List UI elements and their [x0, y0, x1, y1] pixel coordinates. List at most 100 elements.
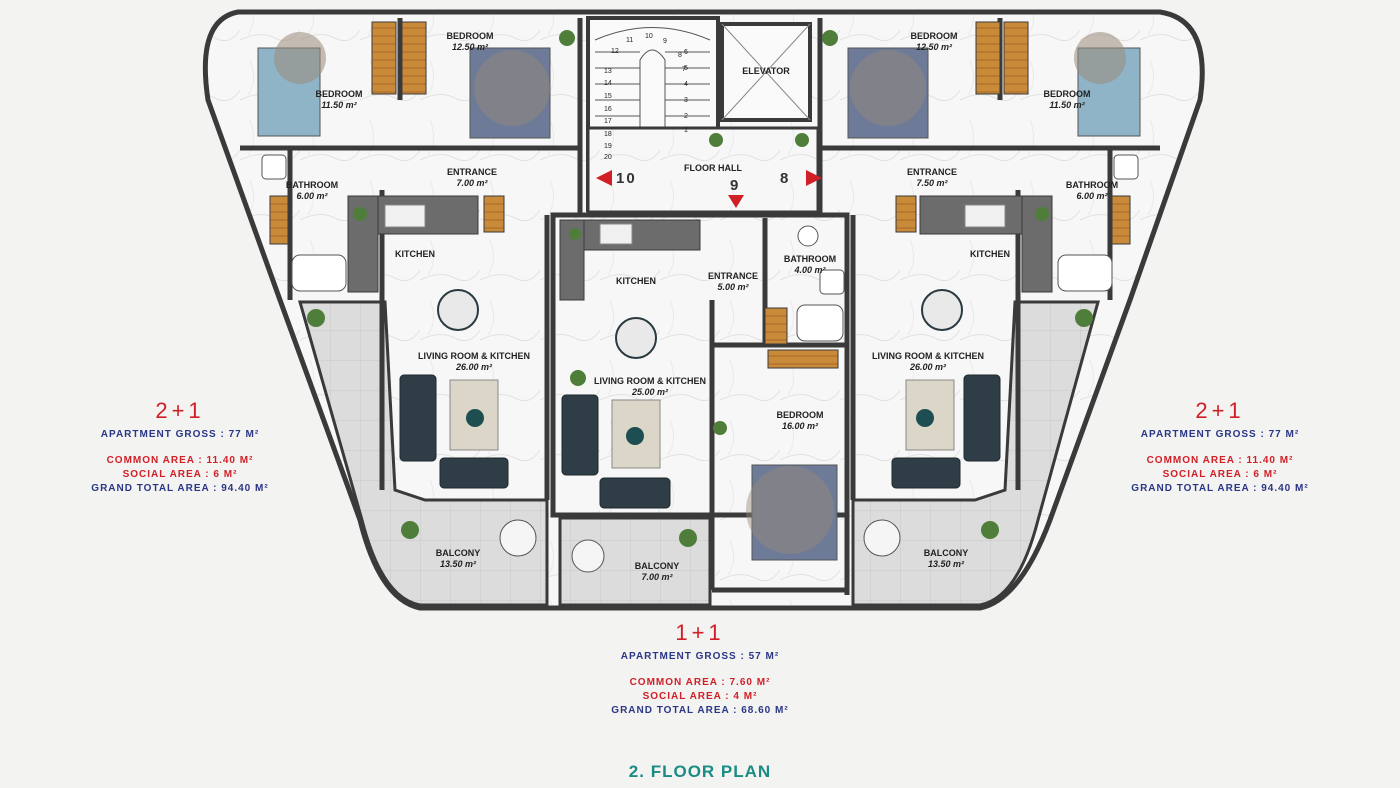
- room-name: BEDROOM: [446, 31, 494, 41]
- room-label-kitchen-left: KITCHEN: [388, 249, 442, 260]
- unit-info-left: 2+1 APARTMENT GROSS : 77 M² COMMON AREA …: [60, 398, 300, 496]
- stair-step-15: 15: [604, 93, 612, 100]
- room-name: FLOOR HALL: [684, 163, 742, 173]
- unit-info-center: 1+1 APARTMENT GROSS : 57 M² COMMON AREA …: [580, 620, 820, 718]
- room-label-bedroom-right: BEDROOM 12.50 m²: [904, 31, 964, 53]
- room-name: KITCHEN: [395, 249, 435, 259]
- room-name: KITCHEN: [970, 249, 1010, 259]
- room-label-living-left: LIVING ROOM & KITCHEN 26.00 m²: [412, 351, 536, 373]
- stair-step-18: 18: [604, 131, 612, 138]
- apartment-gross: APARTMENT GROSS : 77 M²: [100, 429, 260, 440]
- room-label-entrance-center: ENTRANCE 5.00 m²: [703, 271, 763, 293]
- room-name: BALCONY: [923, 548, 969, 558]
- room-area: 26.00 m²: [909, 362, 947, 372]
- room-name: LIVING ROOM & KITCHEN: [872, 351, 984, 361]
- room-name: BATHROOM: [285, 180, 339, 190]
- social-area: SOCIAL AREA : 6 M²: [122, 469, 238, 480]
- room-area: 6.00 m²: [1076, 191, 1108, 201]
- room-name: KITCHEN: [616, 276, 656, 286]
- room-area: 13.50 m²: [439, 559, 477, 569]
- stair-step-10: 10: [645, 33, 653, 40]
- room-label-kitchen-right: KITCHEN: [963, 249, 1017, 260]
- stair-step-6: 6: [684, 49, 688, 56]
- common-area: COMMON AREA : 11.40 M²: [1146, 455, 1294, 466]
- unit-number-left: 10: [616, 170, 637, 187]
- unit-number-center: 9: [730, 177, 741, 194]
- room-name: ENTRANCE: [707, 271, 758, 281]
- unit-info-right: 2+1 APARTMENT GROSS : 77 M² COMMON AREA …: [1100, 398, 1340, 496]
- room-label-elevator: ELEVATOR: [734, 66, 798, 77]
- social-area: SOCIAL AREA : 4 M²: [642, 691, 758, 702]
- room-label-balcony-left: BALCONY 13.50 m²: [428, 548, 488, 570]
- grand-total-area: GRAND TOTAL AREA : 94.40 M²: [91, 483, 269, 494]
- social-area: SOCIAL AREA : 6 M²: [1162, 469, 1278, 480]
- common-area: COMMON AREA : 7.60 M²: [629, 677, 771, 688]
- room-area: 6.00 m²: [296, 191, 328, 201]
- room-name: ELEVATOR: [742, 66, 790, 76]
- room-name: ENTRANCE: [446, 167, 497, 177]
- room-area: 12.50 m²: [915, 42, 953, 52]
- room-area: 26.00 m²: [455, 362, 493, 372]
- room-area: 13.50 m²: [927, 559, 965, 569]
- room-label-bathroom-right: BATHROOM 6.00 m²: [1062, 180, 1122, 202]
- stair-step-20: 20: [604, 154, 612, 161]
- room-area: 12.50 m²: [451, 42, 489, 52]
- room-label-entrance-left: ENTRANCE 7.00 m²: [442, 167, 502, 189]
- room-area: 7.00 m²: [641, 572, 673, 582]
- room-label-kitchen-center: KITCHEN: [609, 276, 663, 287]
- stair-step-3: 3: [684, 97, 688, 104]
- room-name: BALCONY: [634, 561, 680, 571]
- room-name: ENTRANCE: [906, 167, 957, 177]
- unit-type: 1+1: [675, 620, 725, 645]
- stair-step-1: 1: [684, 127, 688, 134]
- room-name: BATHROOM: [783, 254, 837, 264]
- stair-step-13: 13: [604, 68, 612, 75]
- room-area: 5.00 m²: [717, 282, 749, 292]
- room-name: LIVING ROOM & KITCHEN: [418, 351, 530, 361]
- stair-step-16: 16: [604, 106, 612, 113]
- apartment-gross: APARTMENT GROSS : 77 M²: [1140, 429, 1300, 440]
- room-name: BEDROOM: [910, 31, 958, 41]
- room-label-entrance-right: ENTRANCE 7.50 m²: [902, 167, 962, 189]
- room-label-living-center: LIVING ROOM & KITCHEN 25.00 m²: [588, 376, 712, 398]
- stair-step-8: 8: [678, 52, 682, 59]
- room-label-balcony-center: BALCONY 7.00 m²: [627, 561, 687, 583]
- room-label-bedroom-far-left: BEDROOM 11.50 m²: [312, 89, 366, 111]
- stair-step-19: 19: [604, 143, 612, 150]
- unit-number-right: 8: [780, 170, 791, 187]
- stair-step-12: 12: [611, 48, 619, 55]
- room-label-floor-hall: FLOOR HALL: [678, 163, 748, 174]
- stair-step-7: 7: [682, 66, 686, 73]
- room-name: BEDROOM: [315, 89, 363, 99]
- stair-step-5: 5: [684, 65, 688, 72]
- stair-step-14: 14: [604, 80, 612, 87]
- stair-step-4: 4: [684, 81, 688, 88]
- apartment-gross: APARTMENT GROSS : 57 M²: [620, 651, 780, 662]
- room-label-bathroom-left: BATHROOM 6.00 m²: [282, 180, 342, 202]
- grand-total-area: GRAND TOTAL AREA : 94.40 M²: [1131, 483, 1309, 494]
- room-label-bedroom-left: BEDROOM 12.50 m²: [440, 31, 500, 53]
- room-name: BATHROOM: [1065, 180, 1119, 190]
- room-area: 11.50 m²: [1049, 100, 1085, 110]
- room-label-bathroom-center: BATHROOM 4.00 m²: [780, 254, 840, 276]
- stair-step-17: 17: [604, 118, 612, 125]
- page-title: 2. FLOOR PLAN: [628, 762, 772, 781]
- room-label-bedroom-far-right: BEDROOM 11.50 m²: [1040, 89, 1094, 111]
- stair-step-11: 11: [626, 37, 634, 44]
- stair-step-2: 2: [684, 113, 688, 120]
- room-label-living-right: LIVING ROOM & KITCHEN 26.00 m²: [866, 351, 990, 373]
- room-area: 16.00 m²: [781, 421, 819, 431]
- room-name: LIVING ROOM & KITCHEN: [594, 376, 706, 386]
- room-label-balcony-right: BALCONY 13.50 m²: [916, 548, 976, 570]
- room-area: 4.00 m²: [794, 265, 826, 275]
- grand-total-area: GRAND TOTAL AREA : 68.60 M²: [611, 705, 789, 716]
- room-area: 7.00 m²: [456, 178, 488, 188]
- room-area: 7.50 m²: [916, 178, 948, 188]
- room-name: BEDROOM: [1043, 89, 1091, 99]
- room-area: 11.50 m²: [321, 100, 357, 110]
- unit-type: 2+1: [155, 398, 205, 423]
- room-name: BEDROOM: [776, 410, 824, 420]
- common-area: COMMON AREA : 11.40 M²: [106, 455, 254, 466]
- unit-type: 2+1: [1195, 398, 1245, 423]
